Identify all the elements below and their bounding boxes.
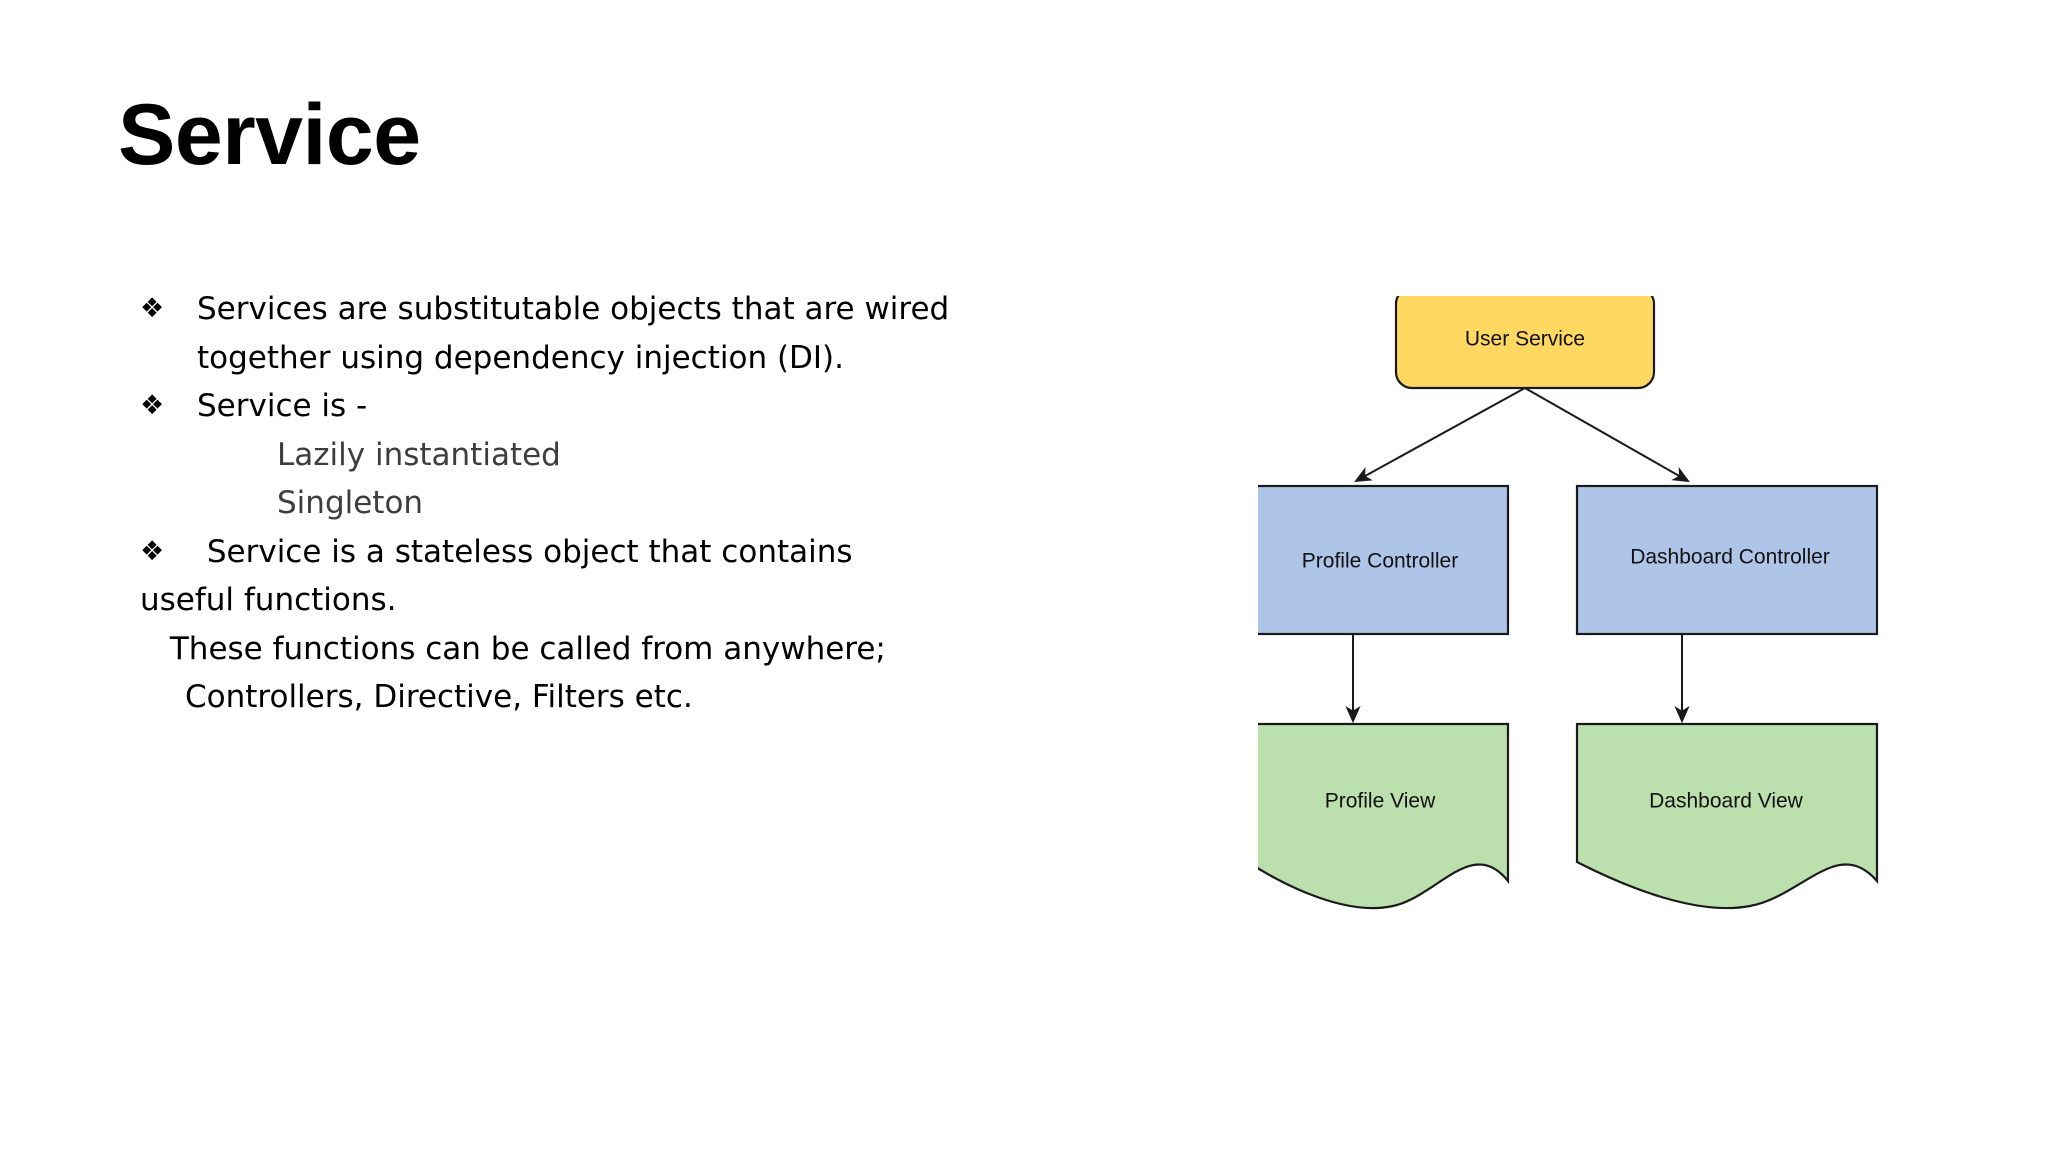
list-item-continuation: Controllers, Directive, Filters etc. xyxy=(185,679,693,715)
diagram-node-label: Dashboard View xyxy=(1649,790,1804,813)
diagram-node-label: Dashboard Controller xyxy=(1630,546,1830,569)
diagram-node-label: Profile View xyxy=(1325,790,1436,813)
list-item: ❖ Services are substitutable objects tha… xyxy=(140,285,1230,334)
diagram-node-dashboard-controller: Dashboard Controller xyxy=(1575,484,1879,636)
diagram-node-label: Profile Controller xyxy=(1302,550,1458,573)
diagram-node-dashboard-view: Dashboard View xyxy=(1575,722,1879,910)
diagram-node-label: User Service xyxy=(1465,328,1585,351)
list-item-label: Services are substitutable objects that … xyxy=(197,291,950,327)
sub-list-item: Singleton xyxy=(277,485,424,521)
diagram-node-profile-controller: Profile Controller xyxy=(1258,484,1510,636)
list-item: ❖ Service is - xyxy=(140,382,1230,431)
list-item-label: Service is - xyxy=(197,388,368,424)
list-item-label: Service is a stateless object that conta… xyxy=(197,533,853,570)
bullet-diamond-icon: ❖ xyxy=(140,293,165,324)
list-item: ❖ Service is a stateless object that con… xyxy=(140,528,1230,577)
sub-list-item: Lazily instantiated xyxy=(277,436,561,473)
bullet-diamond-icon: ❖ xyxy=(140,390,165,421)
architecture-diagram: User Service Profile Controller Dashboar… xyxy=(1258,296,1978,996)
diagram-node-user-service: User Service xyxy=(1394,296,1656,390)
diagram-node-profile-view: Profile View xyxy=(1258,722,1510,910)
edge-service-to-dashboard-controller xyxy=(1524,387,1690,483)
edge-service-to-profile-controller xyxy=(1354,387,1526,483)
bullet-list: ❖ Services are substitutable objects tha… xyxy=(140,285,1230,722)
list-item-continuation: useful functions. xyxy=(140,582,397,618)
bullet-diamond-icon: ❖ xyxy=(140,535,165,567)
list-item-continuation: together using dependency injection (DI)… xyxy=(197,339,845,376)
page-title: Service xyxy=(118,87,421,183)
list-item-continuation: These functions can be called from anywh… xyxy=(160,630,886,667)
